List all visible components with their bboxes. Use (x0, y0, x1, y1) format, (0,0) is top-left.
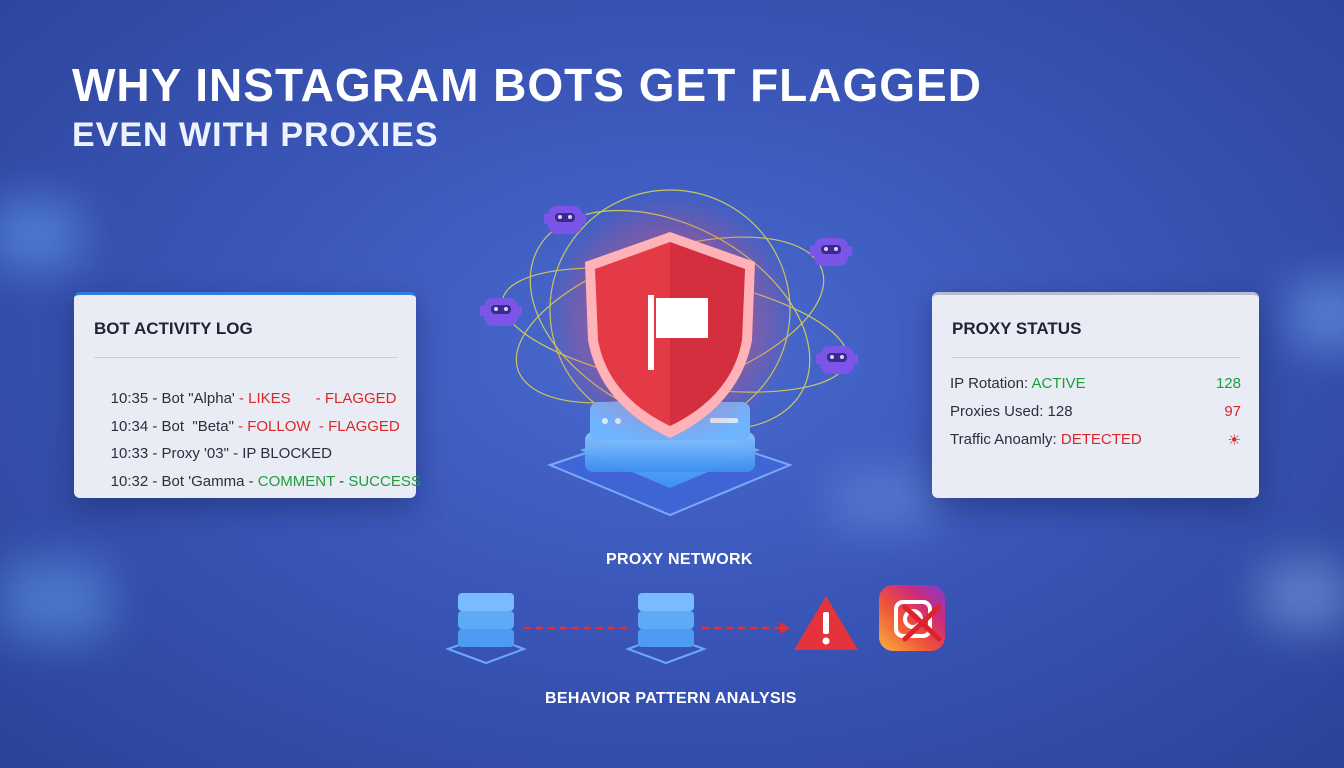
stat-row-traffic-anomaly: Traffic Anoamly: DETECTED ☀ (950, 431, 1241, 449)
bg-blur-left-low (0, 560, 110, 640)
bg-blur-mid (830, 470, 940, 530)
divider (94, 357, 398, 358)
log-line: 10:32 - Bot 'Gamma - COMMENT - SUCCESS (110, 473, 421, 490)
bot-activity-log-panel: BOT ACTIVITY LOG 10:35 - Bot "Alpha' - L… (74, 292, 421, 498)
bot-icon (810, 238, 852, 266)
proxy-network-label: PROXY NETWORK (606, 551, 753, 568)
dashed-arrow (524, 622, 790, 634)
proxy-status-title: PROXY STATUS (952, 319, 1082, 338)
divider (952, 357, 1241, 358)
instagram-icon (879, 585, 945, 651)
bot-icon (816, 346, 858, 374)
log-line: 10:33 - Proxy '03" - IP BLOCKED (110, 445, 333, 462)
bg-blur-right-low (1260, 560, 1344, 630)
bot-icon (480, 298, 522, 326)
bg-blur-left (0, 200, 80, 270)
stat-row-proxies-used: Proxies Used: 128 97 (950, 403, 1241, 420)
page-title: WHY INSTAGRAM BOTS GET FLAGGED (72, 59, 982, 111)
alert-sun-icon: ☀ (1227, 432, 1241, 449)
stat-row-ip-rotation: IP Rotation: ACTIVE 128 (950, 375, 1241, 392)
log-line: 10:34 - Bot "Beta" - FOLLOW - FLAGGED (110, 418, 400, 435)
server-stack-icon (445, 593, 527, 665)
page-subtitle: EVEN WITH PROXIES (72, 116, 439, 154)
bg-blur-right (1290, 280, 1344, 350)
log-line: 10:35 - Bot "Alpha' - LIKES - FLAGGED (110, 390, 397, 407)
proxy-status-panel: PROXY STATUS IP Rotation: ACTIVE 128 Pro… (932, 292, 1259, 498)
behavior-analysis-label: BEHAVIOR PATTERN ANALYSIS (545, 690, 797, 707)
bot-icon (544, 206, 586, 234)
proxy-flow-diagram (445, 593, 858, 665)
flag-icon (648, 295, 708, 370)
server-stack-icon (625, 593, 707, 665)
warning-icon (794, 596, 858, 650)
activity-log-title: BOT ACTIVITY LOG (94, 319, 253, 338)
central-illustration (480, 189, 858, 517)
